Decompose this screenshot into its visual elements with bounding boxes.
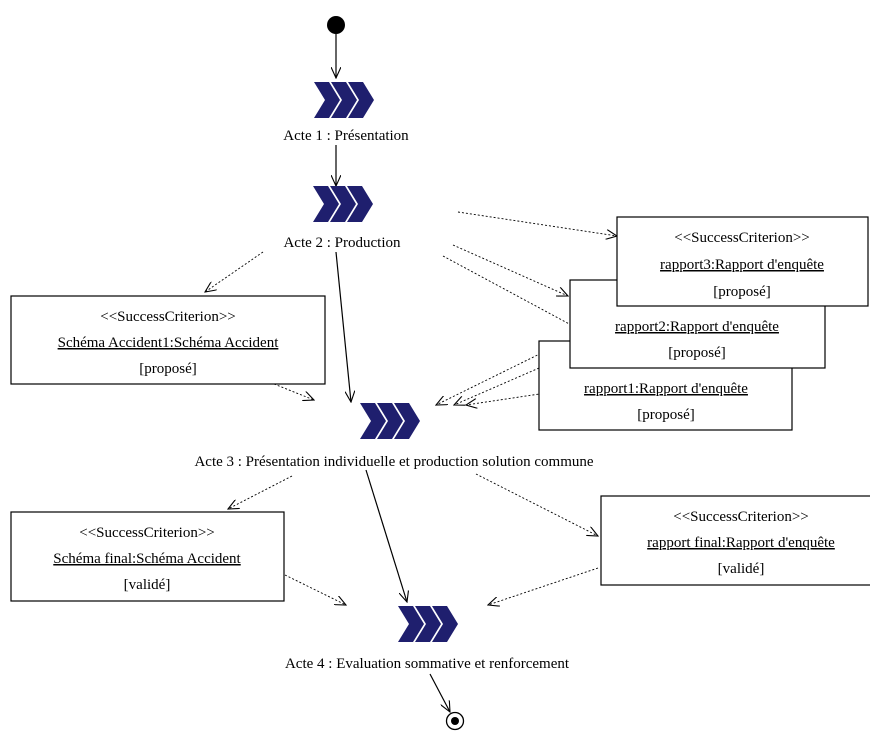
object-name: rapport1:Rapport d'enquête bbox=[584, 381, 748, 397]
stereotype-label: <<SuccessCriterion>> bbox=[79, 525, 214, 541]
object-state: [proposé] bbox=[668, 345, 725, 361]
object-name: rapport2:Rapport d'enquête bbox=[615, 319, 779, 335]
activity-chevron-icon[interactable] bbox=[398, 606, 458, 642]
control-flows bbox=[336, 34, 450, 712]
object-state: [validé] bbox=[718, 561, 765, 577]
final-node-icon bbox=[445, 711, 465, 731]
initial-node-icon bbox=[327, 16, 345, 34]
object-rapport3[interactable]: <<SuccessCriterion>> rapport3:Rapport d'… bbox=[616, 216, 869, 307]
activity-label-acte3: Acte 3 : Présentation individuelle et pr… bbox=[194, 454, 593, 470]
stereotype-label: <<SuccessCriterion>> bbox=[100, 309, 235, 325]
object-state: [validé] bbox=[124, 577, 171, 593]
object-name: rapport final:Rapport d'enquête bbox=[647, 535, 835, 551]
activity-label-acte4: Acte 4 : Evaluation sommative et renforc… bbox=[285, 656, 570, 672]
activity-chevron-icon[interactable] bbox=[314, 82, 374, 118]
object-rapport-final[interactable]: <<SuccessCriterion>> rapport final:Rappo… bbox=[600, 495, 870, 586]
activity-chevron-icon[interactable] bbox=[360, 403, 420, 439]
activity-label-acte1: Acte 1 : Présentation bbox=[283, 128, 409, 144]
object-name: Schéma final:Schéma Accident bbox=[53, 551, 241, 567]
object-schema-accident1[interactable]: <<SuccessCriterion>> Schéma Accident1:Sc… bbox=[10, 295, 326, 385]
object-name: Schéma Accident1:Schéma Accident bbox=[58, 335, 280, 351]
activity-label-acte2: Acte 2 : Production bbox=[283, 235, 401, 251]
object-state: [proposé] bbox=[713, 284, 770, 300]
activity-chevron-icon[interactable] bbox=[313, 186, 373, 222]
stereotype-label: <<SuccessCriterion>> bbox=[673, 509, 808, 525]
object-name: rapport3:Rapport d'enquête bbox=[660, 257, 824, 273]
object-state: [proposé] bbox=[139, 361, 196, 377]
object-schema-final[interactable]: <<SuccessCriterion>> Schéma final:Schéma… bbox=[10, 511, 285, 602]
object-state: [proposé] bbox=[637, 407, 694, 423]
stereotype-label: <<SuccessCriterion>> bbox=[674, 230, 809, 246]
